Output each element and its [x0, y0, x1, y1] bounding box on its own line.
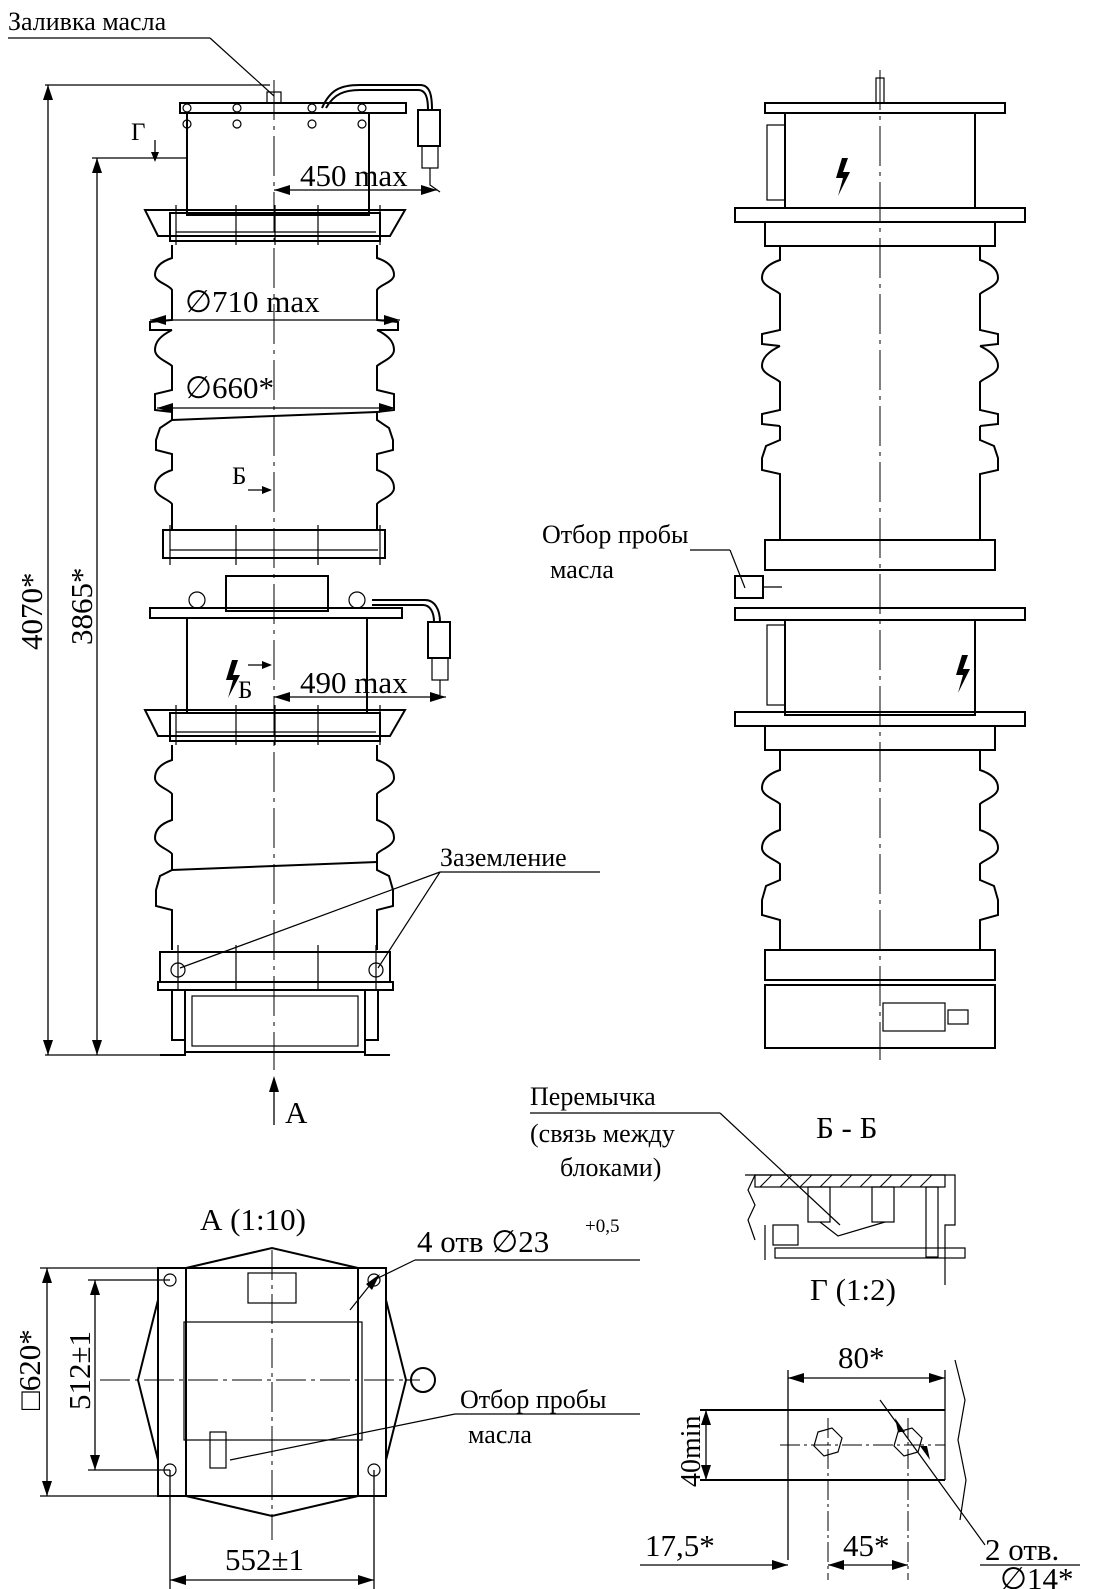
dim-4070: 4070* — [14, 573, 49, 651]
view-g-title: Г (1:2) — [810, 1272, 896, 1307]
holes-4-tolerance: +0,5 — [585, 1216, 619, 1237]
holes-2-diameter: ∅14* — [1000, 1561, 1074, 1589]
dim-80: 80* — [838, 1340, 885, 1375]
oil-sample-right-label-2: масла — [550, 555, 614, 584]
front-elevation-view: А Б Б — [143, 80, 451, 1130]
side-elevation-view: Отбор пробы масла — [542, 70, 1026, 1060]
grounding-label: Заземление — [440, 843, 567, 872]
dim-660: ∅660* — [185, 370, 274, 405]
oil-sample-plan-label-1: Отбор пробы — [460, 1385, 606, 1414]
section-bb-title: Б - Б — [816, 1110, 877, 1145]
jumper-label-3: блоками) — [560, 1153, 661, 1182]
holes-4-label: 4 отв ∅23 — [417, 1224, 549, 1259]
leader-labels-left: Заливка масла Г Заземление — [8, 7, 600, 969]
dim-620: □620* — [12, 1329, 47, 1410]
section-b-mark-bottom: Б — [238, 677, 252, 704]
dim-45: 45* — [843, 1528, 890, 1563]
dim-450-max: 450 max — [300, 158, 408, 193]
jumper-label-2: (связь между — [530, 1119, 675, 1148]
view-a-title: А (1:10) — [200, 1202, 306, 1237]
section-b-b: Б - Б Перемычка (связь между блоками) — [530, 1082, 966, 1285]
dim-512: 512±1 — [62, 1331, 97, 1410]
view-g: Г (1:2) 80* 40min 17,5* 45* 2 отв. — [640, 1272, 1080, 1589]
oil-sample-right-label-1: Отбор пробы — [542, 520, 688, 549]
oil-fill-label: Заливка масла — [8, 7, 167, 36]
plan-view-a: А (1:10) □620* 512±1 — [12, 1202, 640, 1589]
dim-552: 552±1 — [225, 1542, 304, 1577]
dim-490-max: 490 max — [300, 665, 408, 700]
lightning-bolt-icon — [226, 660, 240, 698]
view-a-arrow-label: А — [285, 1095, 308, 1130]
oil-sample-plan-label-2: масла — [468, 1420, 532, 1449]
dim-40min: 40min — [676, 1415, 707, 1487]
section-b-mark-top: Б — [232, 463, 246, 490]
holes-2-label: 2 отв. — [985, 1532, 1059, 1567]
lightning-bolt-icon — [956, 655, 970, 693]
left-dimensions: 4070* 3865* 450 max ∅710 max ∅660* 490 m… — [14, 84, 446, 1056]
jumper-label-1: Перемычка — [530, 1082, 656, 1111]
dim-17-5: 17,5* — [645, 1528, 715, 1563]
lightning-bolt-icon — [836, 158, 850, 196]
dim-710-max: ∅710 max — [185, 284, 320, 319]
section-g-mark: Г — [131, 119, 145, 146]
dim-3865: 3865* — [64, 568, 99, 646]
